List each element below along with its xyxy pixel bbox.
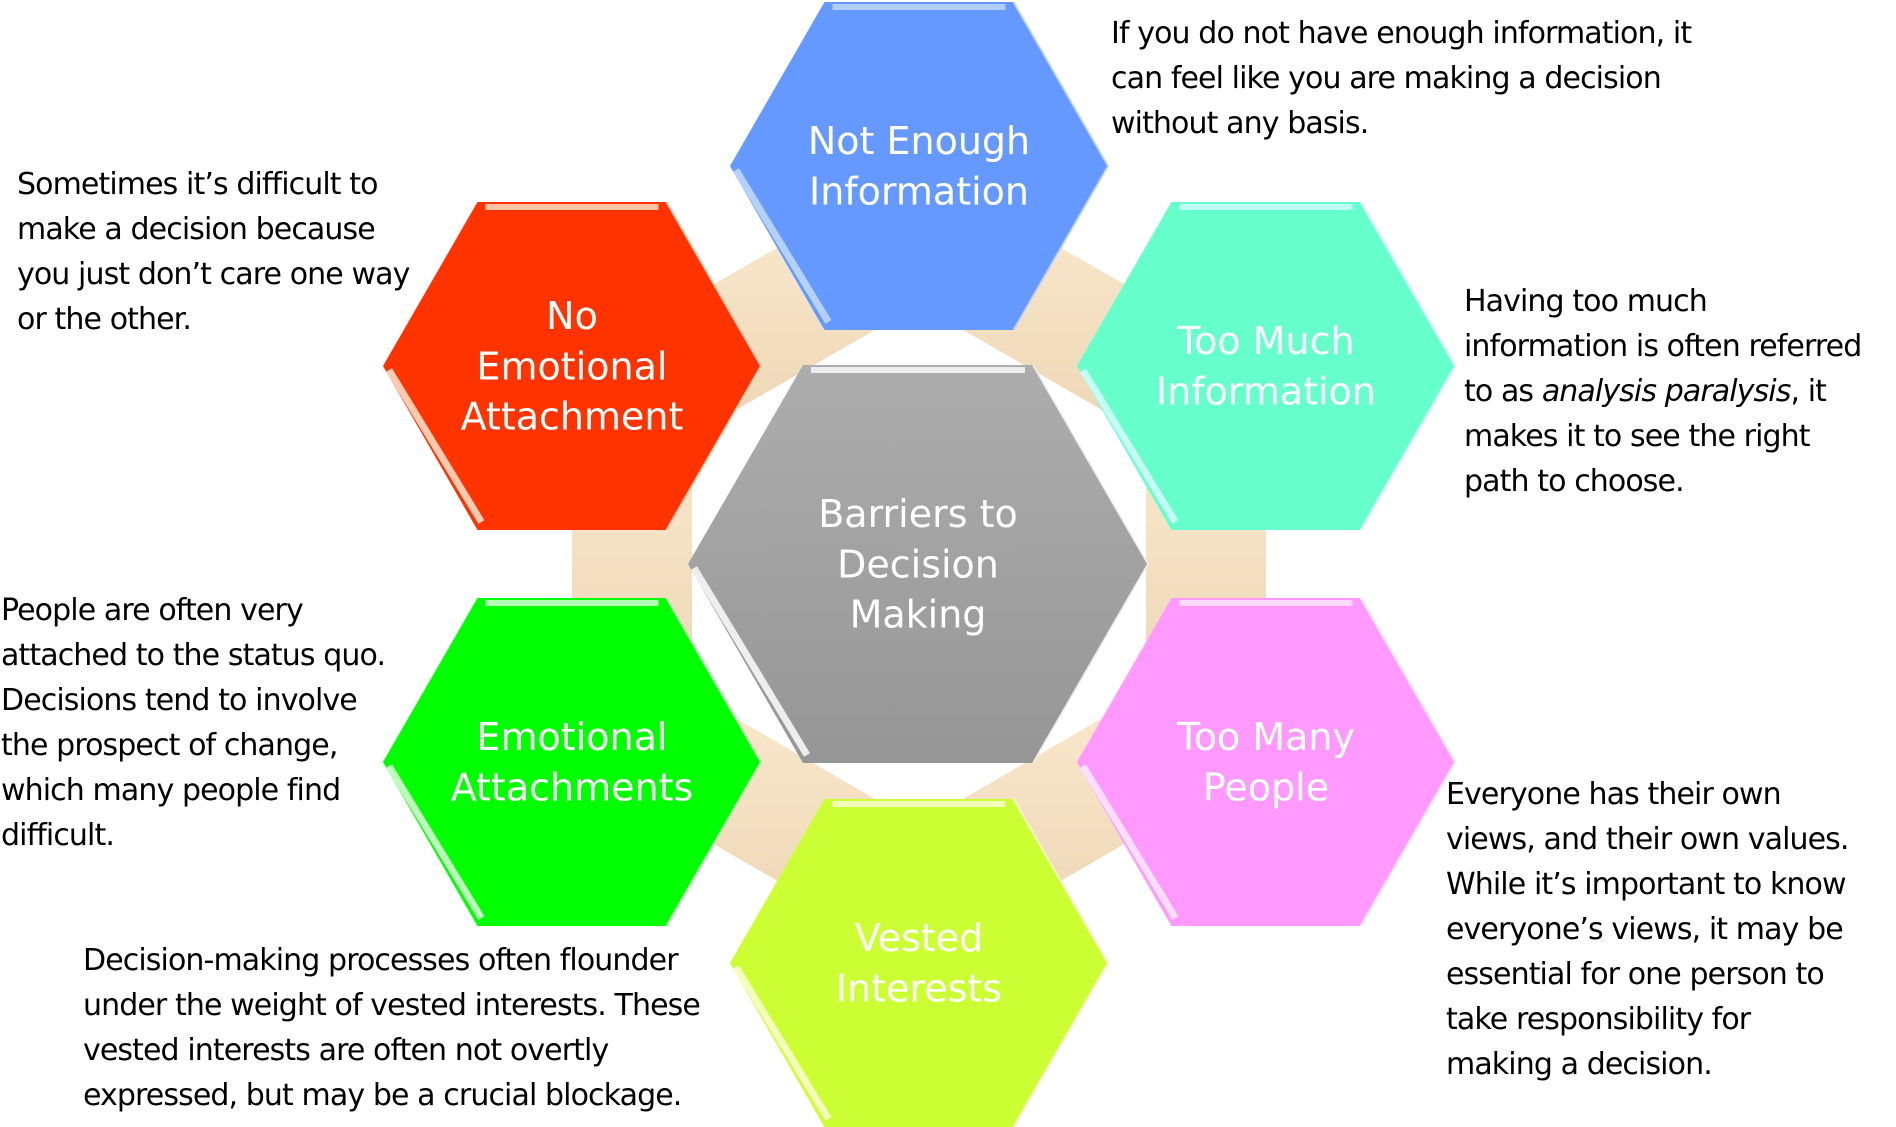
description-emotional-attachments: People are often very attached to the st…: [1, 593, 386, 853]
hexagon-not-enough-information-edge-right: [1012, 1, 1110, 331]
hexagon-center-barriers-shape: [688, 365, 1148, 763]
hexagon-not-enough-information-bevel-left: [733, 168, 832, 324]
hexagon-center-barriers-label-line: Making: [850, 593, 987, 637]
hexagon-too-many-people-label-line: People: [1203, 765, 1329, 809]
hexagon-vested-interests-bevel-left: [733, 965, 832, 1121]
hexagon-no-emotional-attachment-edge-right: [665, 201, 763, 531]
hexagon-emotional-attachments-bevel-left: [386, 764, 485, 920]
hexagon-no-emotional-attachment-label-line: No: [546, 294, 598, 338]
description-not-enough-information: If you do not have enough information, i…: [1111, 16, 1692, 141]
hexagon-vested-interests-edge-right: [1012, 798, 1110, 1127]
hexagon-vested-interests-label-line: Vested: [855, 916, 984, 960]
hexagon-too-many-people-bevel-left: [1080, 764, 1179, 920]
hexagon-no-emotional-attachment-label-line: Emotional: [477, 344, 668, 388]
hexagon-too-much-information-shape: [1077, 202, 1455, 530]
hexagon-too-much-information-bevel-left: [1080, 368, 1179, 524]
hexagon-emotional-attachments-label-line: Emotional: [477, 715, 668, 759]
hexagon-emotional-attachments-shape: [383, 598, 761, 926]
hexagon-not-enough-information-label-line: Not Enough: [808, 119, 1030, 163]
emphasis-analysis-paralysis: analysis paralysis: [1541, 374, 1792, 409]
hexagon-too-many-people-label-line: Too Many: [1176, 715, 1355, 759]
hexagon-vested-interests-shape: [730, 799, 1108, 1127]
hexagon-too-much-information-label-line: Information: [1156, 369, 1376, 413]
hexagon-not-enough-information-shape: [730, 2, 1108, 330]
hexagon-vested-interests-label-line: Interests: [836, 966, 1002, 1010]
description-vested-interests: Decision-making processes often flounder…: [83, 943, 701, 1113]
hexagon-center-barriers-label-line: Decision: [837, 542, 999, 586]
hexagon-no-emotional-attachment-label-line: Attachment: [461, 395, 684, 439]
hexagon-no-emotional-attachment-bevel-left: [386, 368, 485, 524]
hexagon-not-enough-information-label-line: Information: [809, 169, 1029, 213]
hexagon-too-much-information-label-line: Too Much: [1176, 319, 1354, 363]
description-no-emotional-attachment: Sometimes it’s difficult to make a decis…: [17, 167, 410, 337]
hexagon-no-emotional-attachment-shape: [383, 202, 761, 530]
hexagon-too-much-information-edge-right: [1359, 201, 1457, 531]
hexagon-too-many-people-shape: [1077, 598, 1455, 926]
hexagon-emotional-attachments-label-line: Attachments: [451, 765, 694, 809]
hexagon-emotional-attachments-edge-right: [665, 597, 763, 927]
description-too-much-information: Having too much information is often ref…: [1464, 279, 1896, 504]
hexagon-center-barriers-bevel-left: [691, 566, 810, 757]
hexagon-center-barriers-label-line: Barriers to: [818, 492, 1018, 536]
hexagon-too-many-people-edge-right: [1359, 597, 1457, 927]
description-text: , it makes it to see the right path to c…: [1464, 374, 1827, 499]
hexagon-center-barriers-edge-right: [1032, 364, 1150, 764]
description-text: Having too much information is often ref…: [1464, 284, 1862, 409]
description-too-many-people: Everyone has their own views, and their …: [1446, 777, 1849, 1082]
